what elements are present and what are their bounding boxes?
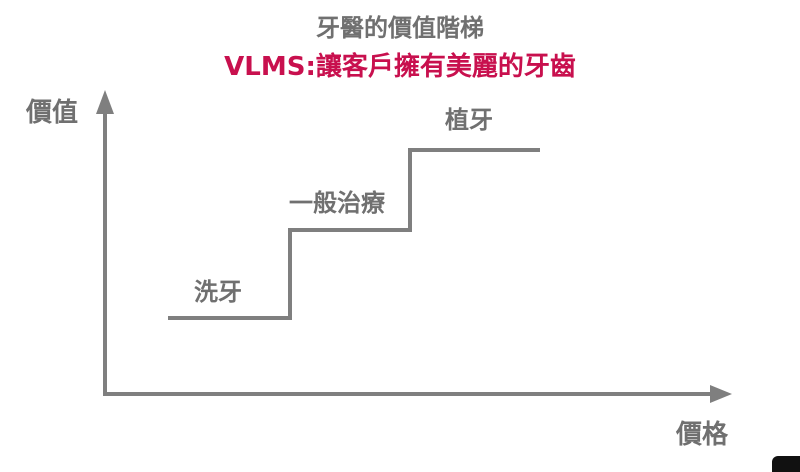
y-axis	[96, 90, 114, 396]
diagram-title: 牙醫的價值階梯	[316, 14, 484, 42]
step-label-implant: 植牙	[445, 106, 493, 134]
step-label-general-treatment: 一般治療	[289, 189, 385, 217]
diagram-subtitle: VLMS:讓客戶擁有美麗的牙齒	[224, 52, 576, 82]
y-axis-arrowhead	[96, 90, 114, 114]
y-axis-label: 價值	[26, 98, 79, 128]
corner-overlay	[772, 456, 800, 472]
value-step-line	[168, 148, 540, 320]
step-label-cleaning: 洗牙	[194, 278, 242, 306]
x-axis	[103, 385, 732, 403]
x-axis-label: 價格	[676, 420, 729, 450]
x-axis-arrowhead	[710, 385, 732, 403]
